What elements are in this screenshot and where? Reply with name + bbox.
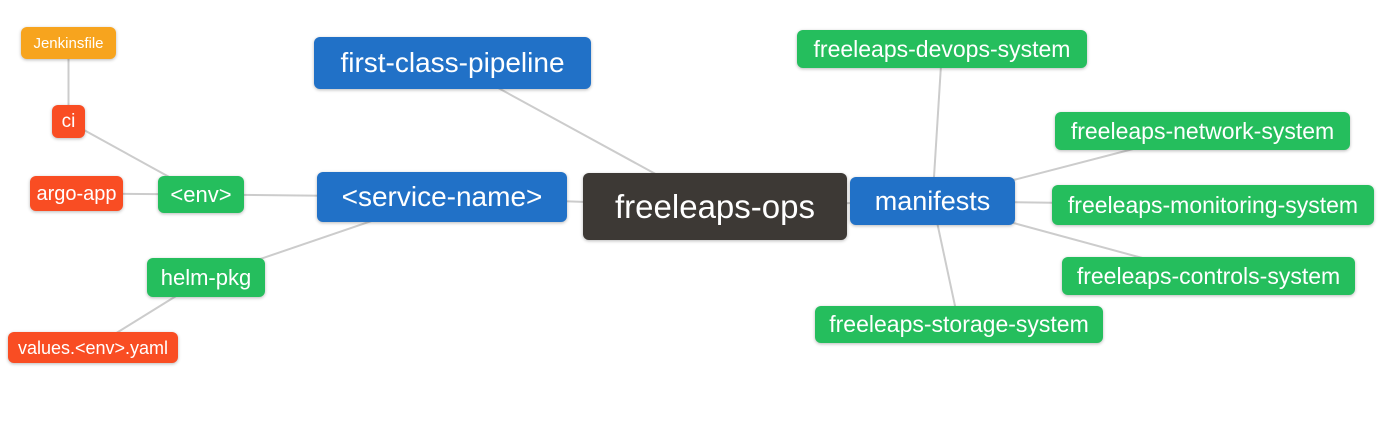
node-label: freeleaps-storage-system [829, 311, 1089, 337]
edge-manifests-to-freeleaps-devops-system [931, 48, 943, 202]
node-label: freeleaps-ops [615, 188, 815, 225]
node-label: argo-app [36, 182, 117, 205]
node-label: ci [61, 111, 76, 132]
node-label: <env> [170, 181, 232, 207]
mindmap-node-freeleaps-storage-system[interactable]: freeleaps-storage-system [815, 306, 1103, 343]
mindmap-node-manifests[interactable]: manifests [850, 177, 1015, 225]
mindmap-node-values-env-yaml[interactable]: values.<env>.yaml [8, 332, 178, 363]
node-label: Jenkinsfile [33, 34, 104, 52]
node-label: freeleaps-controls-system [1076, 262, 1341, 289]
mindmap-node-freeleaps-devops-system[interactable]: freeleaps-devops-system [797, 30, 1087, 68]
mindmap-node-ci[interactable]: ci [52, 105, 85, 138]
mindmap-node-env[interactable]: <env> [158, 176, 244, 213]
node-label: freeleaps-devops-system [813, 35, 1071, 62]
node-label: first-class-pipeline [340, 47, 565, 78]
mindmap-node-helm-pkg[interactable]: helm-pkg [147, 258, 265, 297]
node-label: values.<env>.yaml [17, 337, 169, 358]
mindmap-node-first-class-pipeline[interactable]: first-class-pipeline [314, 37, 591, 89]
mindmap-node-freeleaps-monitoring-system[interactable]: freeleaps-monitoring-system [1052, 185, 1374, 225]
mindmap-node-freeleaps-controls-system[interactable]: freeleaps-controls-system [1062, 257, 1355, 295]
mindmap-node-freeleaps-network-system[interactable]: freeleaps-network-system [1055, 112, 1350, 150]
node-label: freeleaps-monitoring-system [1067, 191, 1359, 218]
mindmap-node-argo-app[interactable]: argo-app [30, 176, 123, 211]
mindmap-node-freeleaps-ops[interactable]: freeleaps-ops [583, 173, 847, 240]
node-label: helm-pkg [160, 264, 252, 290]
mindmap-node-service-name[interactable]: <service-name> [317, 172, 567, 222]
node-label: <service-name> [341, 181, 543, 212]
mindmap-node-jenkinsfile[interactable]: Jenkinsfile [21, 27, 116, 59]
node-label: freeleaps-network-system [1070, 117, 1335, 144]
node-label: manifests [874, 185, 991, 216]
